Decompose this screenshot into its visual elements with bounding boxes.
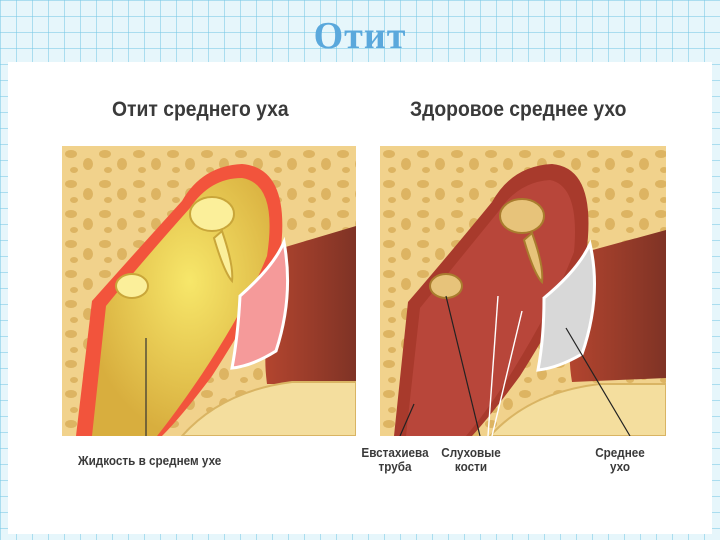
healthy-ear-illustration — [380, 146, 666, 436]
label-middle-ear: Среднее ухо — [586, 446, 654, 474]
label-middle-ear-line2: ухо — [609, 459, 631, 474]
left-figure-heading: Отит среднего уха — [112, 98, 289, 121]
label-middle-ear-line1: Среднее — [595, 445, 645, 460]
content-panel: Отит среднего уха Здоровое среднее ухо — [8, 62, 712, 534]
right-figure-heading: Здоровое среднее ухо — [410, 98, 627, 121]
label-ossicles-line1: Слуховые — [441, 445, 501, 460]
label-ossicles: Слуховые кости — [436, 446, 506, 474]
otitis-ear-illustration — [62, 146, 356, 436]
slide-title: Отит — [313, 15, 407, 57]
label-eustachian-tube: Евстахиева труба — [358, 446, 432, 474]
label-fluid-in-middle-ear: Жидкость в среднем ухе — [78, 453, 222, 468]
label-ossicles-line2: кости — [454, 459, 488, 474]
label-eustachian-tube-line2: труба — [378, 459, 412, 474]
label-eustachian-tube-line1: Евстахиева — [361, 445, 429, 460]
